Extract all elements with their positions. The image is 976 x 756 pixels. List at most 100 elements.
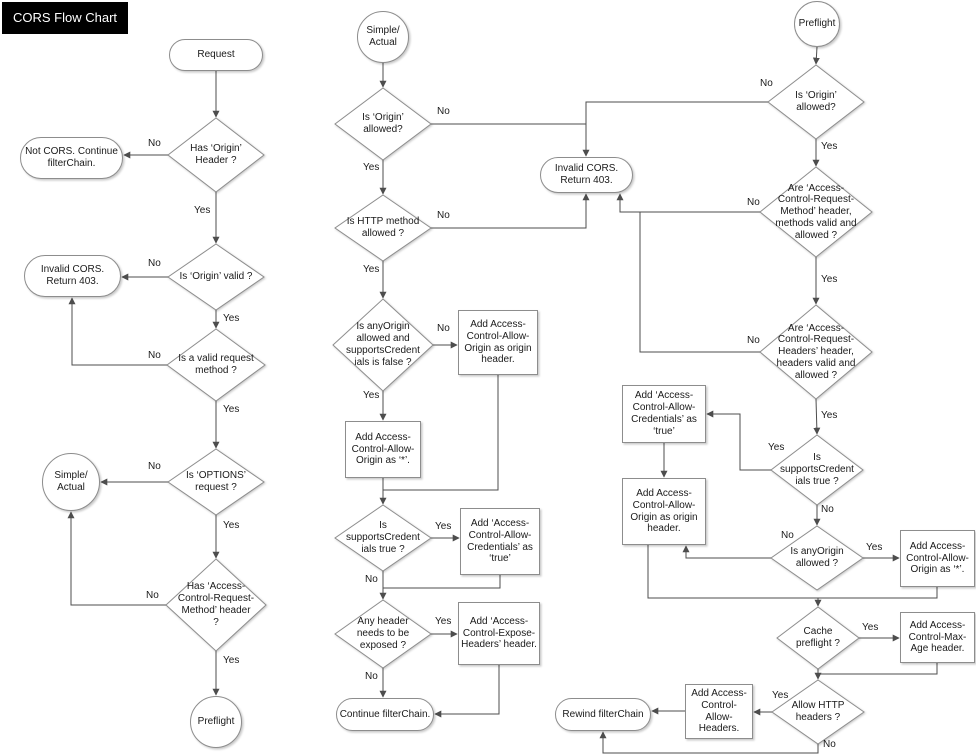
edge-label-no-acrh: No xyxy=(747,335,760,346)
edge-label-yes-origin-valid: Yes xyxy=(223,313,240,324)
node-label: Add ‘Access- Control-Expose- Headers’ he… xyxy=(461,615,537,651)
edge-label-yes-acrh: Yes xyxy=(821,410,838,421)
decision-cache-preflight xyxy=(776,606,860,670)
edge-label-yes-allow-http: Yes xyxy=(772,690,789,701)
edge-label-yes-has-origin: Yes xyxy=(194,205,211,216)
edge-add-max-age-out xyxy=(818,663,938,675)
node-label: Add Access- Control-Allow- Origin as ori… xyxy=(464,318,532,366)
decision-shapes xyxy=(165,64,873,745)
process-add-origin-header-right: Add Access- Control-Allow- Origin as ori… xyxy=(622,478,706,545)
edge-label-no-supports-credentials-right: No xyxy=(821,504,834,515)
edge-label-no-origin-allowed-right: No xyxy=(760,78,773,89)
edge-add-origin-star-right-out xyxy=(818,587,938,599)
chart-title: CORS Flow Chart xyxy=(2,2,129,34)
edge-preflight-right-down xyxy=(812,46,820,65)
process-add-origin-header-middle: Add Access- Control-Allow- Origin as ori… xyxy=(458,310,538,375)
decision-anyorigin-no-credentials xyxy=(332,298,434,392)
terminator-request: Request xyxy=(169,39,263,71)
edge-add-credentials-middle-out xyxy=(383,575,501,589)
terminator-invalid-cors-left: Invalid CORS. Return 403. xyxy=(24,255,121,297)
process-add-credentials-middle: Add ‘Access- Control-Allow- Credentials’… xyxy=(460,508,540,575)
decision-any-header-exposed xyxy=(334,599,432,669)
edge-label-yes-acrm: Yes xyxy=(821,274,838,285)
node-label: Invalid CORS. Return 403. xyxy=(40,264,105,287)
edge-label-no-anyorigin-right: No xyxy=(781,530,794,541)
edge-supports-credentials-right-yes xyxy=(706,410,771,471)
decision-has-origin-header xyxy=(167,117,265,193)
process-add-origin-star-middle: Add Access- Control-Allow- Origin as ‘*’… xyxy=(345,421,421,478)
edge-label-no-acrm: No xyxy=(747,197,760,208)
node-label: Simple/ Actual xyxy=(54,470,88,493)
node-label: Request xyxy=(197,49,235,61)
decision-supports-credentials-middle xyxy=(334,504,432,572)
node-label: Add Access- Control-Max- Age header. xyxy=(908,619,967,655)
edge-label-no-origin-valid: No xyxy=(148,258,161,269)
edge-acrm-no xyxy=(616,193,760,213)
node-label: Add Access- Control- Allow- Headers. xyxy=(691,687,747,735)
node-label: Add Access- Control-Allow- Origin as ‘*’… xyxy=(351,431,415,467)
process-add-max-age: Add Access- Control-Max- Age header. xyxy=(900,612,975,663)
terminator-not-cors: Not CORS. Continue filterChain. xyxy=(20,137,123,179)
decision-anyorigin-allowed-right xyxy=(770,525,864,591)
decision-acrh-valid-allowed xyxy=(759,304,873,400)
node-label: Add Access- Control-Allow- Origin as ‘*’… xyxy=(906,540,969,576)
decision-origin-allowed-right xyxy=(767,64,865,140)
edge-label-no-origin-allowed-middle: No xyxy=(437,106,450,117)
process-add-allow-headers: Add Access- Control- Allow- Headers. xyxy=(685,684,753,739)
edge-label-yes-origin-allowed-right: Yes xyxy=(821,141,838,152)
process-add-origin-star-right: Add Access- Control-Allow- Origin as ‘*’… xyxy=(900,530,975,587)
edge-add-origin-header-middle-out xyxy=(383,375,499,491)
node-label: Continue filterChain. xyxy=(339,708,431,720)
decision-http-method-allowed xyxy=(334,194,432,262)
connector-preflight-right: Preflight xyxy=(794,1,840,47)
edge-label-no-http-method: No xyxy=(437,210,450,221)
node-label: Preflight xyxy=(798,18,836,30)
connector-simple-actual-left: Simple/ Actual xyxy=(42,453,100,511)
edge-label-yes-anyorigin-credentials: Yes xyxy=(363,390,380,401)
edge-label-no-has-origin: No xyxy=(148,138,161,149)
edge-anyorigin-right-no xyxy=(682,545,771,559)
edge-label-yes-supports-credentials-middle: Yes xyxy=(435,521,452,532)
edge-acrh-no xyxy=(639,212,760,353)
edge-add-origin-header-right-out xyxy=(647,545,822,607)
process-add-credentials-right: Add ‘Access- Control-Allow- Credentials’… xyxy=(622,385,706,443)
connector-preflight-left: Preflight xyxy=(190,696,242,748)
node-label: Add ‘Access- Control-Allow- Credentials’… xyxy=(631,390,697,437)
edge-label-no-any-header: No xyxy=(365,671,378,682)
edge-add-expose-out xyxy=(434,665,500,718)
edge-has-acrm-no xyxy=(67,511,166,606)
node-label: Preflight xyxy=(197,716,235,728)
decision-origin-allowed-middle xyxy=(334,87,432,161)
node-label: Rewind filterChain xyxy=(562,708,644,720)
node-label: Simple/ Actual xyxy=(366,25,400,48)
edge-label-no-has-acrm: No xyxy=(146,590,159,601)
edge-valid-method-no xyxy=(68,297,167,366)
process-add-expose-headers: Add ‘Access- Control-Expose- Headers’ he… xyxy=(458,602,540,665)
edge-label-yes-valid-method: Yes xyxy=(223,404,240,415)
edge-label-yes-supports-credentials-right: Yes xyxy=(768,442,785,453)
edge-origin-allowed-right-no xyxy=(582,101,768,157)
edge-label-no-options: No xyxy=(148,461,161,472)
terminator-continue-filterchain: Continue filterChain. xyxy=(336,698,434,731)
terminator-invalid-cors-middle: Invalid CORS. Return 403. xyxy=(540,157,633,193)
decision-is-valid-request-method xyxy=(166,328,266,402)
node-label: Invalid CORS. Return 403. xyxy=(554,163,619,186)
edge-label-yes-http-method: Yes xyxy=(363,264,380,275)
node-label: Not CORS. Continue filterChain. xyxy=(25,146,118,169)
node-label: Add Access- Control-Allow- Origin as ori… xyxy=(630,487,698,535)
edge-label-no-allow-http: No xyxy=(823,739,836,750)
edge-http-method-no xyxy=(431,193,590,229)
decision-supports-credentials-right xyxy=(770,434,864,506)
edge-label-yes-cache: Yes xyxy=(862,622,879,633)
edge-label-yes-options: Yes xyxy=(223,520,240,531)
edge-label-no-supports-credentials-middle: No xyxy=(365,574,378,585)
connector-simple-actual-middle: Simple/ Actual xyxy=(357,11,409,63)
decision-is-origin-valid xyxy=(167,243,265,311)
edge-label-yes-any-header: Yes xyxy=(435,616,452,627)
edge-label-yes-origin-allowed-middle: Yes xyxy=(363,162,380,173)
edge-label-no-valid-method: No xyxy=(148,350,161,361)
decision-is-options-request xyxy=(167,448,265,516)
edge-acrh-yes xyxy=(813,398,821,435)
